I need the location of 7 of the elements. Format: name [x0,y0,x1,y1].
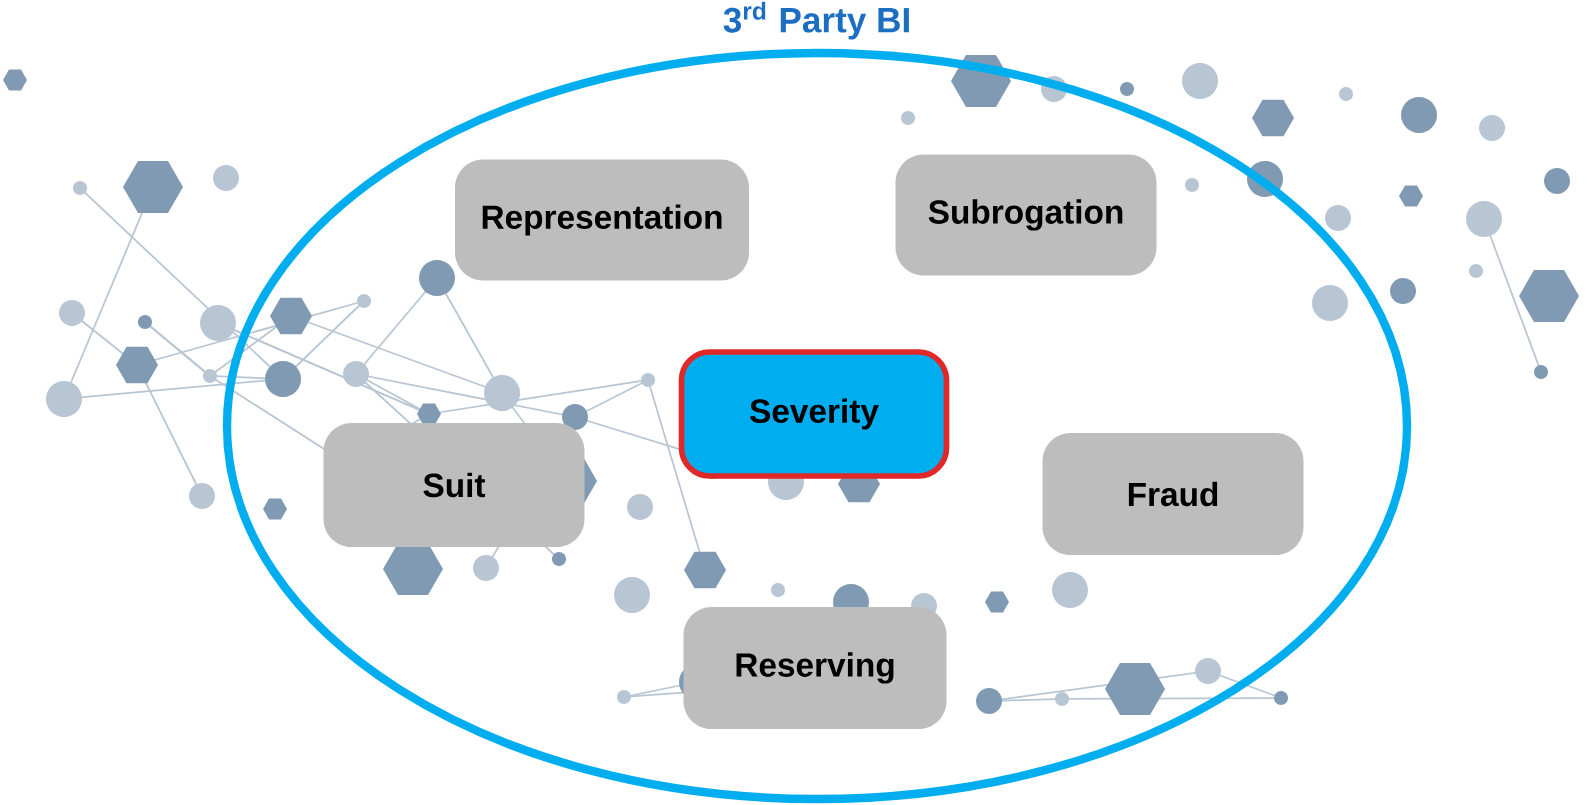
rounded-box: Suit [323,423,585,547]
rounded-box: Representation [455,159,749,281]
rounded-box: Subrogation [895,154,1157,276]
node-label: 3$^{rd}$ Party BI [723,1,909,40]
rounded-box: Fraud [1042,433,1304,555]
rounded-box: Reserving [683,607,947,729]
rounded-box: Severity [678,349,950,479]
